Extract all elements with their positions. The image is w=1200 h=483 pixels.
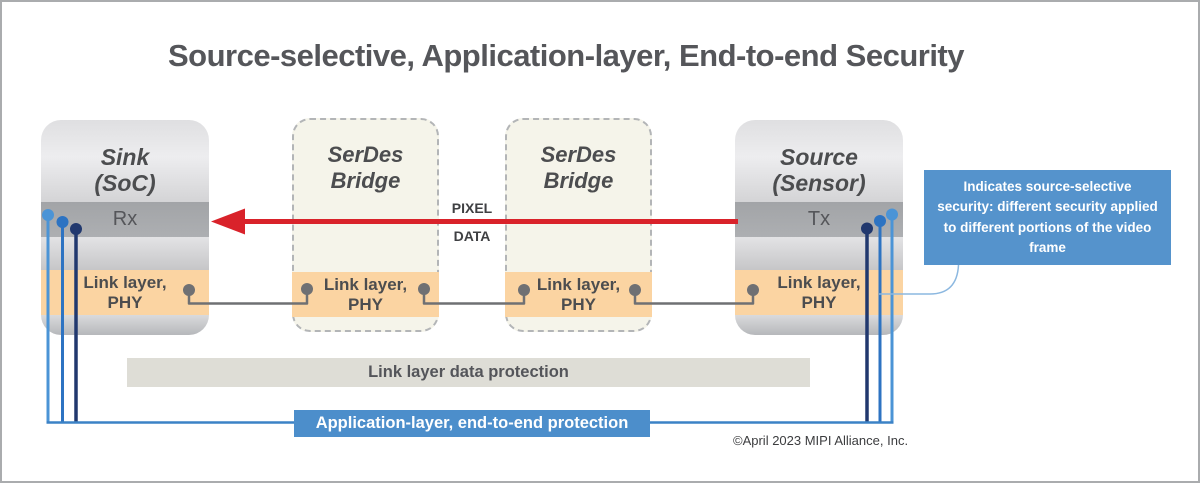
sink-link-line2: PHY [107,292,143,312]
serdes1-link-phy-band: Link layer, PHY [292,272,439,317]
serdes2-title: SerDes Bridge [507,120,650,193]
serdes2-link-line1: Link layer, [536,274,621,294]
source-title-line2: (Sensor) [772,170,866,197]
sink-rx-band: Rx [41,202,209,237]
phy-connector-dot-icons [183,283,759,296]
phy-connector-lines [187,289,755,305]
source-tx-band: Tx [735,202,903,237]
serdes1-link-line1: Link layer, [323,274,408,294]
serdes1-title-line1: SerDes [327,142,404,167]
source-title-line1: Source [780,143,858,170]
source-port-label: Tx [807,208,831,230]
sink-title: Sink (SoC) [94,144,155,197]
serdes2-link-line2: PHY [561,294,596,314]
sink-head: Sink (SoC) [41,120,209,202]
callout-text: Indicates source-selective security: dif… [937,179,1158,255]
serdes2-link-phy-band: Link layer, PHY [505,272,652,317]
sink-mid-band [41,237,209,270]
app-layer-protection-bar: Application-layer, end-to-end protection [294,410,650,437]
node-serdes-bridge-1: SerDes Bridge Link layer, PHY [292,118,439,332]
sink-port-label: Rx [112,208,138,230]
serdes1-title: SerDes Bridge [294,120,437,193]
diagram-title: Source-selective, Application-layer, End… [167,38,965,73]
source-head: Source (Sensor) [735,120,903,202]
source-mid-band [735,237,903,270]
sink-title-line1: Sink [100,143,150,170]
data-label: DATA [453,228,491,244]
link-layer-protection-bar: Link layer data protection [127,358,810,387]
source-link-line1: Link layer, [777,272,861,292]
source-title: Source (Sensor) [772,144,865,197]
source-link-line2: PHY [801,292,837,312]
serdes1-link-line2: PHY [348,294,383,314]
sink-link-line1: Link layer, [83,272,167,292]
serdes1-title-line2: Bridge [330,167,401,193]
sink-title-line2: (SoC) [94,170,156,197]
serdes2-title-line1: SerDes [540,142,617,167]
source-selective-callout: Indicates source-selective security: dif… [924,170,1171,265]
node-source: Source (Sensor) Tx Link layer, PHY [735,120,903,335]
sink-foot [41,315,209,335]
copyright-text: ©April 2023 MIPI Alliance, Inc. [733,433,909,448]
pixel-label: PIXEL [451,200,493,216]
node-sink: Sink (SoC) Rx Link layer, PHY [41,120,209,335]
node-serdes-bridge-2: SerDes Bridge Link layer, PHY [505,118,652,332]
serdes2-title-line2: Bridge [543,167,614,193]
source-link-phy-band: Link layer, PHY [735,270,903,315]
sink-link-phy-band: Link layer, PHY [41,270,209,315]
source-foot [735,315,903,335]
